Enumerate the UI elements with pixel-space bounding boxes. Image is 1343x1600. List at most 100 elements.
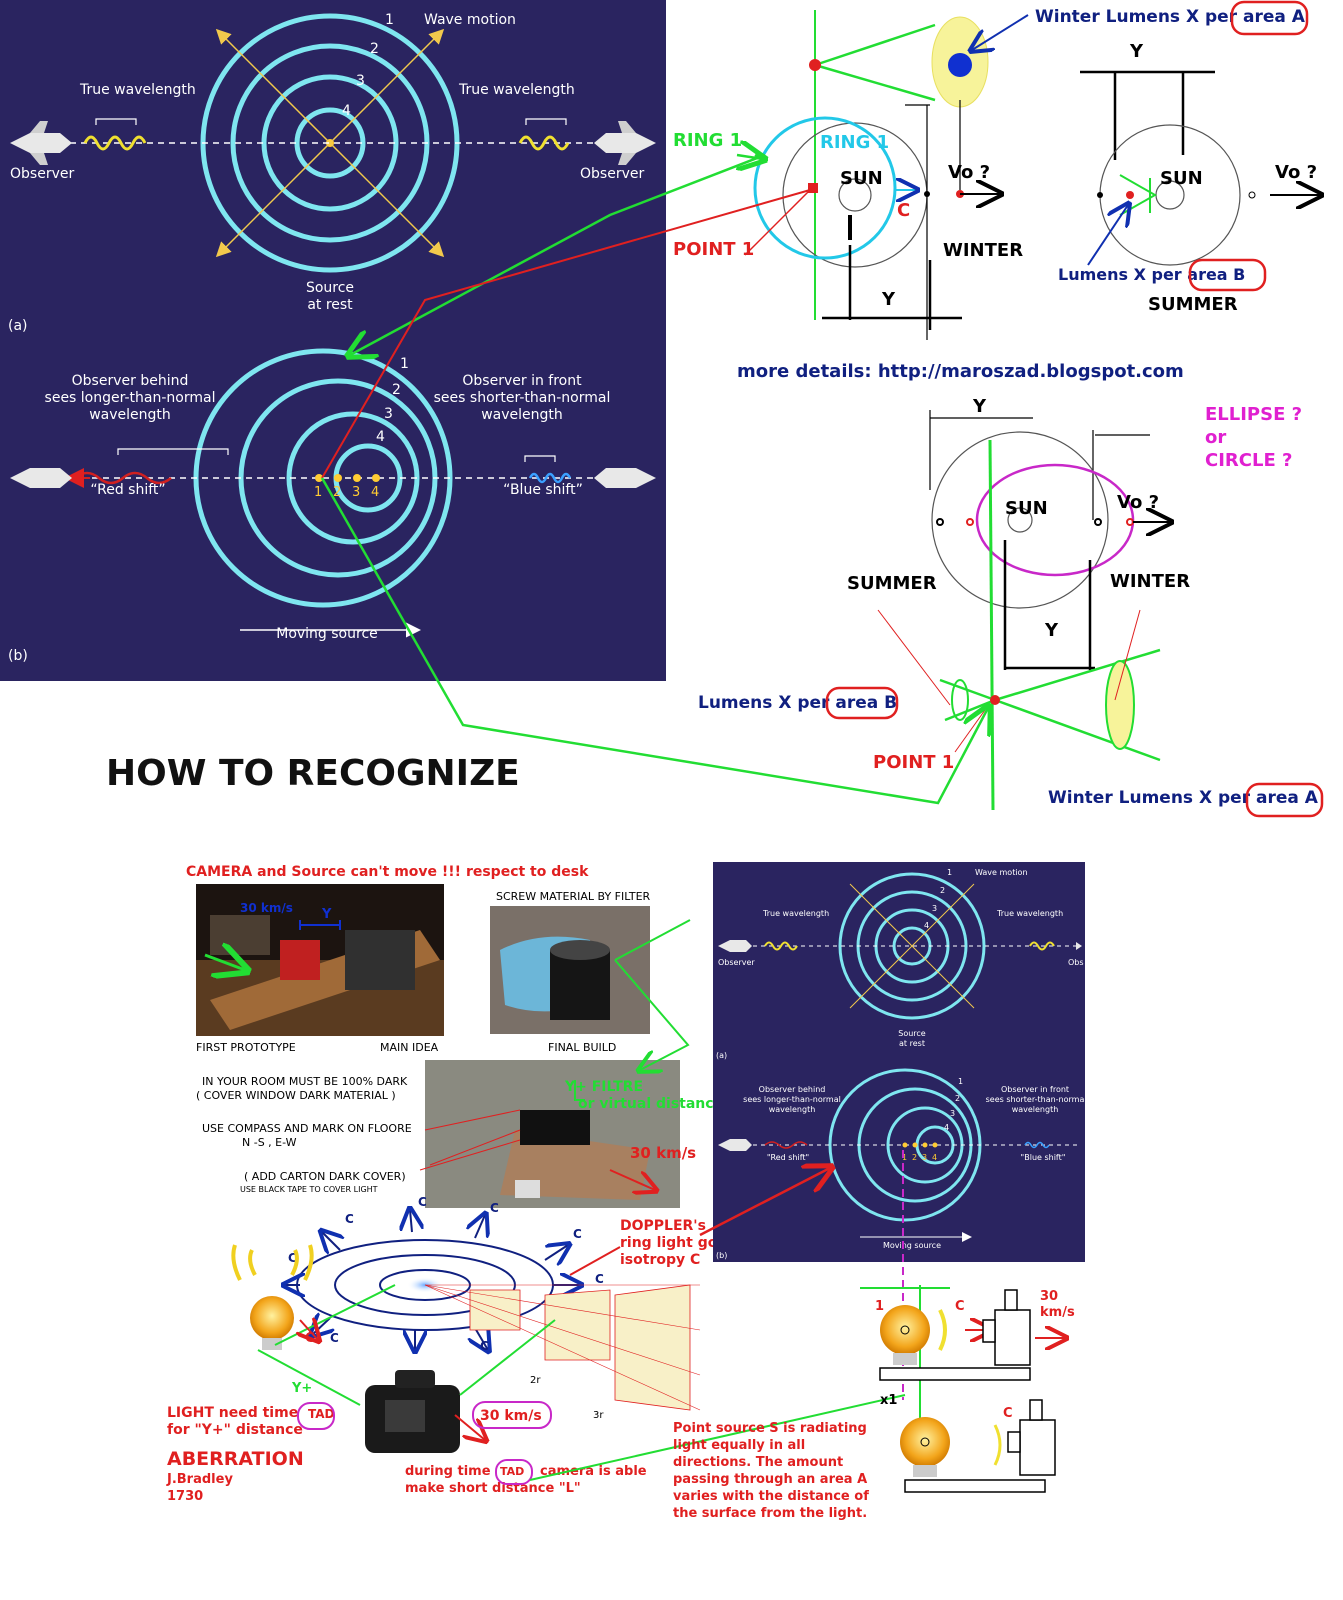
orbit-dot bbox=[1094, 518, 1102, 526]
tad-highlight bbox=[495, 1459, 533, 1485]
during-text: make short distance "L" bbox=[405, 1481, 581, 1496]
wavefront-arc bbox=[938, 1309, 947, 1351]
shuttle-icon bbox=[10, 468, 72, 488]
light-cone-lines bbox=[814, 23, 936, 102]
source-point bbox=[334, 474, 342, 482]
area-b-highlight bbox=[825, 686, 899, 720]
ring-number-label: 4 bbox=[342, 103, 351, 119]
observer-label: Observer bbox=[718, 958, 755, 967]
table-surface bbox=[879, 1367, 1031, 1381]
lightbulb-icon bbox=[231, 1244, 314, 1350]
moving-source-label: Moving source bbox=[883, 1241, 941, 1250]
wave-motion-label: Wave motion bbox=[424, 12, 516, 28]
point-number-label: 3 bbox=[922, 1153, 927, 1162]
source-label: at rest bbox=[307, 297, 353, 313]
point-source-line: varies with the distance of bbox=[673, 1489, 869, 1504]
area-b-highlight bbox=[1188, 258, 1267, 292]
inverse-square-grid: 2r 3r bbox=[424, 1284, 701, 1421]
ring-number-label: 4 bbox=[376, 429, 385, 445]
motion-arrow bbox=[454, 1414, 485, 1440]
compass-text: USE COMPASS AND MARK ON FLOORE bbox=[202, 1122, 412, 1135]
ring-number-label: 2 bbox=[370, 41, 379, 57]
green-line bbox=[459, 1319, 556, 1396]
camera-icon bbox=[365, 1370, 460, 1453]
orbit-dot-red bbox=[966, 518, 974, 526]
point-number-label: 4 bbox=[932, 1153, 937, 1162]
camera-box bbox=[1007, 1399, 1056, 1476]
doppler-panel-small: Wave motion 1 2 3 4 True wavelength True… bbox=[699, 862, 1085, 1262]
doppler-pointer bbox=[569, 1246, 621, 1276]
carton-text: USE BLACK TAPE TO COVER LIGHT bbox=[240, 1185, 378, 1194]
true-wavelength-label: True wavelength bbox=[79, 82, 196, 98]
point1-pointer bbox=[744, 189, 811, 256]
source-label: at rest bbox=[899, 1039, 925, 1048]
c-label: C bbox=[418, 1195, 427, 1209]
c-label: C bbox=[305, 1331, 315, 1346]
table-surface bbox=[904, 1479, 1046, 1493]
source-point bbox=[372, 474, 380, 482]
camera-warning: CAMERA and Source can't move !!! respect… bbox=[186, 864, 589, 880]
c-label: C bbox=[480, 1339, 489, 1353]
experiment-section: CAMERA and Source can't move !!! respect… bbox=[166, 864, 906, 1521]
r-label: 2r bbox=[530, 1375, 541, 1386]
lightbulb-icon bbox=[880, 1305, 930, 1365]
wavelength-bracket-right bbox=[525, 118, 567, 125]
ring-number-label: 4 bbox=[944, 1123, 949, 1132]
doppler-ring-text: DOPPLER's bbox=[620, 1218, 706, 1234]
green-connector bbox=[614, 919, 691, 961]
wave-motion-arrows bbox=[849, 883, 975, 1009]
blog-link[interactable]: more details: http://maroszad.blogspot.c… bbox=[737, 361, 1184, 382]
dark-room-text: IN YOUR ROOM MUST BE 100% DARK bbox=[202, 1075, 408, 1088]
observer-behind-label: Observer behind bbox=[759, 1085, 826, 1094]
point-number-label: 3 bbox=[352, 485, 360, 500]
final-build-label: FINAL BUILD bbox=[548, 1041, 616, 1054]
ring-number-label: 3 bbox=[384, 406, 393, 422]
blue-shift-label: "Blue shift" bbox=[1021, 1153, 1066, 1162]
ring-number-label: 3 bbox=[356, 73, 365, 89]
build-photo bbox=[419, 1060, 680, 1208]
area-a-highlight bbox=[1230, 0, 1309, 36]
blue-shift-wave bbox=[528, 472, 572, 484]
point-source-line: Point source S is radiating bbox=[673, 1421, 867, 1436]
sun-label: SUN bbox=[1160, 168, 1203, 189]
c-label: C bbox=[955, 1299, 965, 1314]
observer-label: Observer bbox=[10, 166, 74, 182]
true-wavelength-label: True wavelength bbox=[762, 909, 829, 918]
observer-front-label: wavelength bbox=[1012, 1105, 1059, 1114]
green-connector bbox=[614, 959, 690, 1070]
wavelength-wave bbox=[1029, 941, 1055, 951]
winter-bracket-lines bbox=[905, 100, 961, 340]
ring-number-label: 3 bbox=[932, 904, 937, 913]
sun-circle bbox=[1007, 507, 1033, 533]
orbit-dot bbox=[1097, 192, 1103, 198]
lumens-b-label: Lumens X per area B bbox=[1058, 265, 1245, 284]
sun-circle bbox=[838, 178, 872, 212]
green-line bbox=[529, 1394, 906, 1481]
wave-motion-label: Wave motion bbox=[975, 868, 1028, 877]
shuttle-icon bbox=[594, 121, 656, 165]
y-plus-label: Y+ bbox=[291, 1381, 312, 1396]
camera-box bbox=[982, 1289, 1031, 1366]
point1-marker bbox=[990, 695, 1000, 705]
screw-filter-label: SCREW MATERIAL BY FILTER bbox=[496, 890, 651, 903]
year-label: 1730 bbox=[167, 1489, 203, 1504]
orbit-summer-diagram: Y SUN Vo ? Lumens X per area B SUMMER bbox=[1058, 0, 1320, 315]
speed-unit-label: km/s bbox=[1040, 1305, 1075, 1320]
ring-number-label: 2 bbox=[940, 886, 945, 895]
area-a-ellipse bbox=[1105, 660, 1135, 750]
orbit-dot bbox=[1248, 191, 1256, 199]
doppler-ring-text: isotropy C bbox=[620, 1252, 700, 1268]
point-number-label: 4 bbox=[371, 485, 379, 500]
red-shift-label: “Red shift” bbox=[90, 482, 165, 498]
during-text: during time bbox=[405, 1464, 491, 1479]
area-a-center bbox=[948, 53, 972, 77]
wavelength-bracket-left bbox=[95, 118, 137, 125]
area-a-highlight bbox=[1245, 782, 1324, 818]
ring-number-label: 1 bbox=[400, 356, 409, 372]
circle-question: CIRCLE ? bbox=[1205, 450, 1292, 471]
winter-pointer bbox=[1114, 609, 1141, 701]
x1-label: x1 bbox=[880, 1393, 897, 1408]
y-label: Y bbox=[1129, 41, 1144, 62]
panel-label: (b) bbox=[8, 648, 28, 664]
